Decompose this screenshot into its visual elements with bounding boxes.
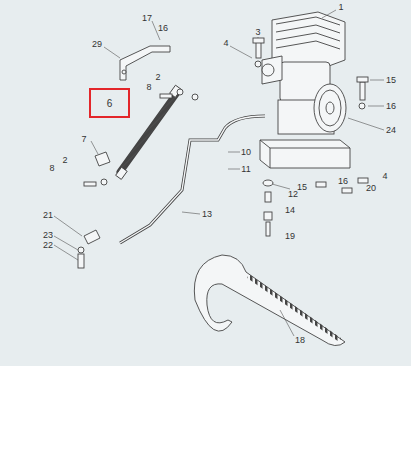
callout-number: 17 [142, 13, 152, 23]
callout-number: 12 [288, 189, 298, 199]
callout-number: 11 [241, 164, 250, 174]
callout-number: 1 [338, 2, 343, 12]
callout-number: 13 [202, 209, 212, 219]
callout-number: 23 [43, 230, 53, 240]
callout-number: 24 [386, 125, 396, 135]
callout-number: 8 [49, 163, 54, 173]
callout-number: 16 [158, 23, 168, 33]
callout-number: 19 [285, 231, 295, 241]
callout-number: 8 [146, 82, 151, 92]
callout-number: 16 [386, 101, 396, 111]
callout-number: 6 [107, 98, 113, 109]
callout-number: 4 [382, 171, 387, 181]
callout-number: 15 [297, 182, 307, 192]
callout-number: 16 [338, 176, 348, 186]
callout-number: 22 [43, 240, 53, 250]
callout-number: 14 [285, 205, 295, 215]
callout-number: 2 [155, 72, 160, 82]
parts-illustration [0, 0, 411, 366]
callout-number: 7 [81, 134, 86, 144]
callout-number: 2 [62, 155, 67, 165]
callout-number: 20 [366, 183, 376, 193]
callout-number: 3 [255, 27, 260, 37]
callout-number: 18 [295, 335, 305, 345]
callout-number: 21 [43, 210, 53, 220]
highlight-box: 6 [89, 88, 130, 118]
callout-number: 10 [241, 147, 251, 157]
callout-number: 15 [386, 75, 396, 85]
callout-number: 29 [92, 39, 102, 49]
callout-number: 4 [223, 38, 228, 48]
